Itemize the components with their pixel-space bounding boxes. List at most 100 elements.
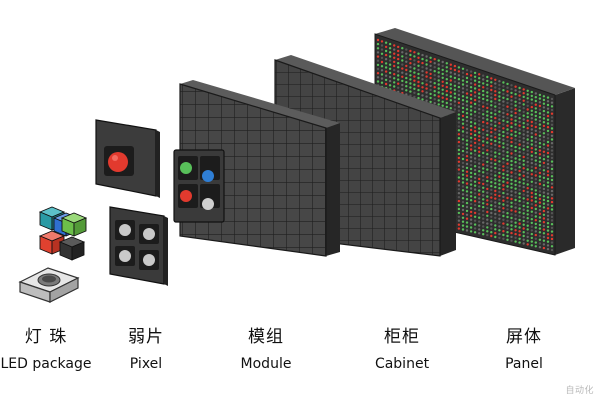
panel-led-dot: [534, 192, 537, 196]
panel-led-dot: [478, 119, 481, 123]
panel-led-dot: [486, 122, 489, 125]
panel-led-dot: [482, 86, 485, 89]
panel-led-dot: [409, 82, 412, 85]
panel-led-dot: [502, 195, 505, 199]
panel-led-dot: [486, 172, 489, 175]
label-led-package-zh: 灯 珠: [24, 327, 68, 347]
panel-led-dot: [522, 167, 525, 170]
panel-led-dot: [482, 217, 485, 220]
panel-led-dot: [405, 72, 408, 76]
panel-led-dot: [388, 55, 392, 58]
panel-led-dot: [393, 64, 396, 68]
panel-led-dot: [510, 110, 513, 114]
panel-led-dot: [518, 166, 521, 169]
panel-led-dot: [469, 152, 473, 155]
panel-led-dot: [494, 205, 497, 208]
panel-led-dot: [425, 59, 428, 62]
panel-led-dot: [453, 100, 457, 103]
panel-led-dot: [510, 152, 513, 155]
panel-led-dot: [469, 144, 473, 147]
panel-led-dot: [409, 74, 412, 77]
panel-led-dot: [506, 147, 509, 150]
panel-led-dot: [526, 127, 529, 130]
panel-led-dot: [514, 198, 517, 202]
panel-led-dot: [469, 86, 473, 89]
panel-led-dot: [534, 151, 537, 155]
panel-led-dot: [510, 197, 513, 201]
panel-led-dot: [421, 61, 424, 65]
panel-led-dot: [538, 168, 542, 171]
panel-led-dot: [522, 212, 525, 215]
panel-led-dot: [534, 233, 537, 237]
label-panel-en: Panel: [505, 356, 543, 372]
panel-led-dot: [473, 161, 477, 164]
panel-led-dot: [384, 78, 388, 82]
panel-led-dot: [522, 223, 525, 226]
panel-led-dot: [457, 97, 461, 101]
panel-led-dot: [482, 233, 485, 236]
panel-led-dot: [518, 222, 521, 225]
panel-led-dot: [437, 99, 440, 102]
panel-led-dot: [417, 80, 420, 84]
panel-led-dot: [393, 81, 396, 84]
panel-led-dot: [465, 190, 469, 193]
panel-led-dot: [546, 240, 550, 243]
panel-led-dot: [465, 112, 469, 115]
panel-led-dot: [478, 111, 481, 115]
panel-led-dot: [510, 133, 513, 136]
panel-led-dot: [461, 165, 465, 168]
panel-led-dot: [522, 219, 525, 223]
label-pixel-en: Pixel: [129, 356, 163, 372]
panel-led-dot: [534, 219, 537, 222]
panel-led-dot: [498, 152, 501, 155]
panel-led-dot: [530, 176, 533, 180]
panel-led-dot: [376, 47, 380, 50]
panel-led-dot: [437, 91, 440, 94]
panel-led-dot: [384, 74, 388, 77]
panel-led-dot: [522, 137, 525, 140]
panel-led-dot: [546, 174, 550, 177]
panel-led-dot: [506, 94, 509, 97]
panel-led-dot: [486, 102, 489, 106]
panel-led-dot: [502, 115, 505, 119]
panel-led-dot: [393, 48, 396, 51]
panel-led-dot: [380, 65, 384, 68]
panel-led-dot: [486, 79, 489, 83]
panel-led-dot: [465, 92, 469, 95]
panel-led-dot: [546, 185, 550, 188]
panel-led-dot: [538, 171, 542, 175]
panel-led-dot: [380, 48, 384, 51]
panel-led-dot: [522, 99, 525, 102]
panel-led-dot: [502, 222, 505, 225]
panel-led-dot: [502, 119, 505, 122]
panel-led-dot: [526, 202, 529, 205]
panel-led-dot: [510, 87, 513, 91]
panel-led-dot: [461, 87, 465, 90]
panel-led-dot: [490, 134, 493, 138]
panel-led-dot: [510, 91, 513, 95]
panel-led-dot: [486, 214, 489, 217]
panel-led-dot: [461, 122, 465, 125]
panel-led-dot: [494, 228, 497, 231]
panel-led-dot: [482, 198, 485, 201]
panel-led-dot: [457, 70, 461, 73]
panel-led-dot: [502, 176, 505, 179]
panel-led-dot: [473, 102, 477, 106]
panel-led-dot: [417, 96, 420, 100]
panel-led-dot: [457, 121, 461, 124]
panel-led-dot: [530, 154, 533, 157]
panel-led-dot: [486, 203, 489, 206]
panel-led-dot: [461, 71, 465, 74]
panel-led-dot: [413, 83, 416, 86]
panel-led-dot: [506, 238, 509, 241]
label-module-en: Module: [240, 356, 292, 372]
panel-led-dot: [518, 188, 521, 191]
panel-led-dot: [490, 96, 493, 99]
panel-led-dot: [494, 155, 497, 158]
panel-led-dot: [514, 183, 517, 187]
panel-led-dot: [494, 151, 497, 154]
panel-led-dot: [538, 101, 542, 104]
panel-led-dot: [542, 113, 546, 117]
panel-led-dot: [498, 99, 501, 102]
panel-led-dot: [542, 191, 546, 194]
